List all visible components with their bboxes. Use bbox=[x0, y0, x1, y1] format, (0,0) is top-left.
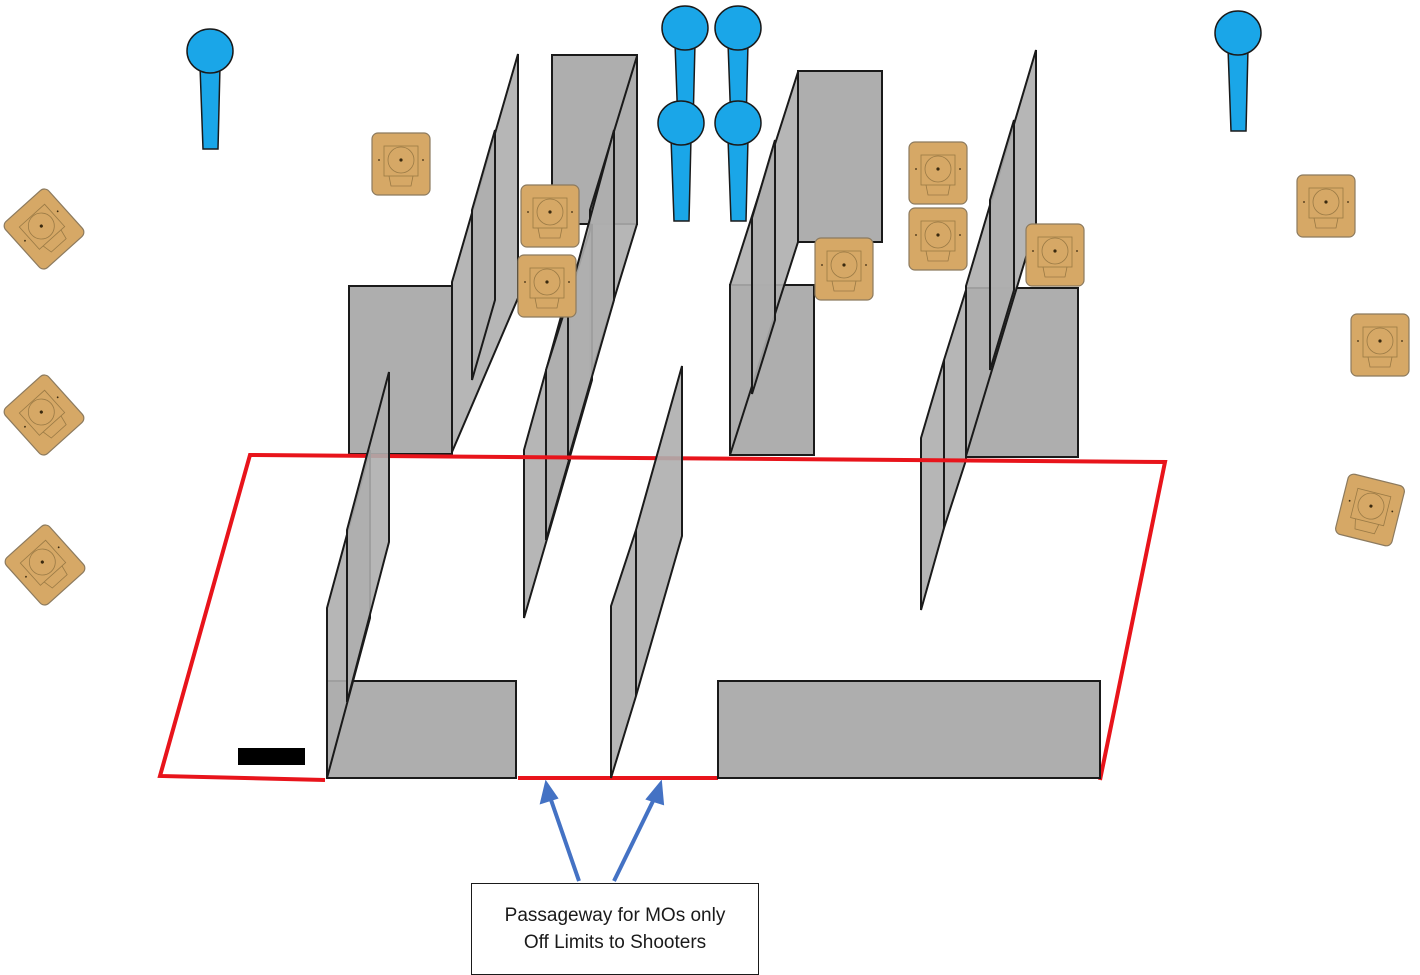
start-marker bbox=[238, 748, 305, 765]
shooting-area-boundary bbox=[157, 452, 1168, 782]
target-icon bbox=[1350, 313, 1410, 377]
wall-panel bbox=[943, 289, 967, 529]
target-icon bbox=[371, 132, 431, 196]
front-wall-panels bbox=[326, 365, 683, 779]
target-icon bbox=[908, 141, 968, 205]
wall-panel bbox=[346, 371, 390, 703]
wall-panel bbox=[751, 139, 776, 395]
target-icon bbox=[1, 371, 87, 459]
target-icon bbox=[1333, 472, 1407, 548]
passageway-arrows bbox=[539, 779, 665, 882]
back-wall-panels bbox=[451, 49, 1037, 619]
wall-panel bbox=[567, 129, 615, 461]
paper-targets bbox=[1, 132, 1410, 609]
barricade-back-tall-center-right bbox=[797, 70, 883, 243]
popper-icon bbox=[186, 28, 234, 150]
wall-panel bbox=[989, 119, 1015, 371]
wall-panel bbox=[610, 529, 637, 779]
wall-panel bbox=[471, 129, 496, 381]
popper-icon bbox=[714, 100, 762, 222]
barricade-front-left bbox=[326, 680, 517, 779]
target-icon bbox=[517, 254, 577, 318]
wall-panel bbox=[920, 359, 945, 611]
front-barricades bbox=[326, 680, 1101, 779]
wall-panel bbox=[635, 365, 683, 697]
target-icon bbox=[1296, 174, 1356, 238]
popper-icon bbox=[1214, 10, 1262, 132]
barricade-back-left bbox=[348, 285, 453, 455]
callout-line-2: Off Limits to Shooters bbox=[523, 932, 707, 953]
target-icon bbox=[2, 521, 88, 609]
target-icon bbox=[1, 185, 87, 273]
arrow-right bbox=[612, 796, 657, 882]
target-icon bbox=[908, 207, 968, 271]
target-icon bbox=[1025, 223, 1085, 287]
arrow-left bbox=[548, 796, 581, 882]
arrowhead-right-icon bbox=[645, 779, 665, 806]
target-icon bbox=[814, 237, 874, 301]
arrowhead-left-icon bbox=[539, 779, 559, 805]
passageway-callout: Passageway for MOs only Off Limits to Sh… bbox=[471, 883, 759, 975]
target-icon bbox=[520, 184, 580, 248]
callout-line-1: Passageway for MOs only bbox=[504, 905, 726, 926]
barricade-front-right bbox=[717, 680, 1101, 779]
popper-icon bbox=[657, 100, 705, 222]
poppers bbox=[186, 5, 1262, 222]
